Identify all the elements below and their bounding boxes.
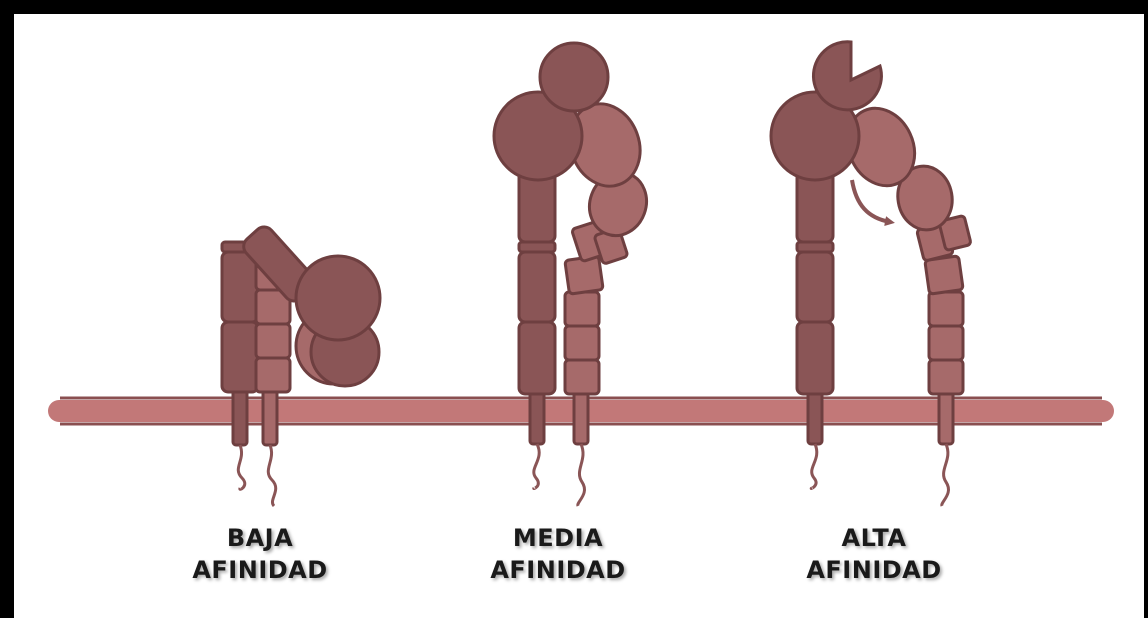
label-medium-affinity-line2: AFINIDAD <box>428 554 688 586</box>
integrin-high-affinity <box>771 42 971 506</box>
alpha-thigh-low <box>222 252 258 322</box>
alpha-tail-low <box>238 445 245 489</box>
beta-tail-low <box>268 445 275 506</box>
label-low-affinity-line1: BAJA <box>130 522 390 554</box>
label-high-affinity-line1: ALTA <box>744 522 1004 554</box>
beta-egf-low-1 <box>256 358 290 392</box>
beta-egf-medium-1 <box>565 360 599 394</box>
beta-transmembrane-high <box>939 392 953 444</box>
alpha-calf2-high <box>797 322 833 394</box>
alpha-transmembrane-high <box>808 392 822 444</box>
beta-transmembrane-medium <box>574 392 588 444</box>
integrin-low-affinity <box>222 223 380 506</box>
alpha-calf2-medium <box>519 322 555 394</box>
alpha-transmembrane-medium <box>530 392 544 444</box>
label-medium-affinity-line1: MEDIA <box>428 522 688 554</box>
alpha-calf1-high <box>797 252 833 322</box>
ligand-high <box>813 42 881 110</box>
label-high-affinity: ALTA AFINIDAD <box>744 522 1004 586</box>
integrin-medium-affinity <box>494 43 655 506</box>
ligand-medium <box>540 43 608 111</box>
beta-egf-high-1 <box>929 360 963 394</box>
label-high-affinity-line2: AFINIDAD <box>744 554 1004 586</box>
beta-egf-low-2 <box>256 324 290 358</box>
beta-transmembrane-low <box>263 390 277 445</box>
beta-egf-high-3 <box>929 292 963 326</box>
alpha-propeller-low <box>296 256 380 340</box>
beta-egf-high-4 <box>925 256 963 294</box>
alpha-calf1-medium <box>519 252 555 322</box>
beta-egf-medium-3 <box>565 292 599 326</box>
alpha-transmembrane-low <box>233 390 247 445</box>
label-low-affinity-line2: AFINIDAD <box>130 554 390 586</box>
label-medium-affinity: MEDIA AFINIDAD <box>428 522 688 586</box>
beta-egf-medium-2 <box>565 326 599 360</box>
alpha-tail-high <box>811 444 817 489</box>
label-low-affinity: BAJA AFINIDAD <box>130 522 390 586</box>
alpha-calf-low <box>222 322 258 392</box>
beta-egf-high-2 <box>929 326 963 360</box>
alpha-tail-medium <box>534 444 539 489</box>
beta-tail-high <box>942 444 949 506</box>
beta-tail-medium <box>578 444 585 506</box>
